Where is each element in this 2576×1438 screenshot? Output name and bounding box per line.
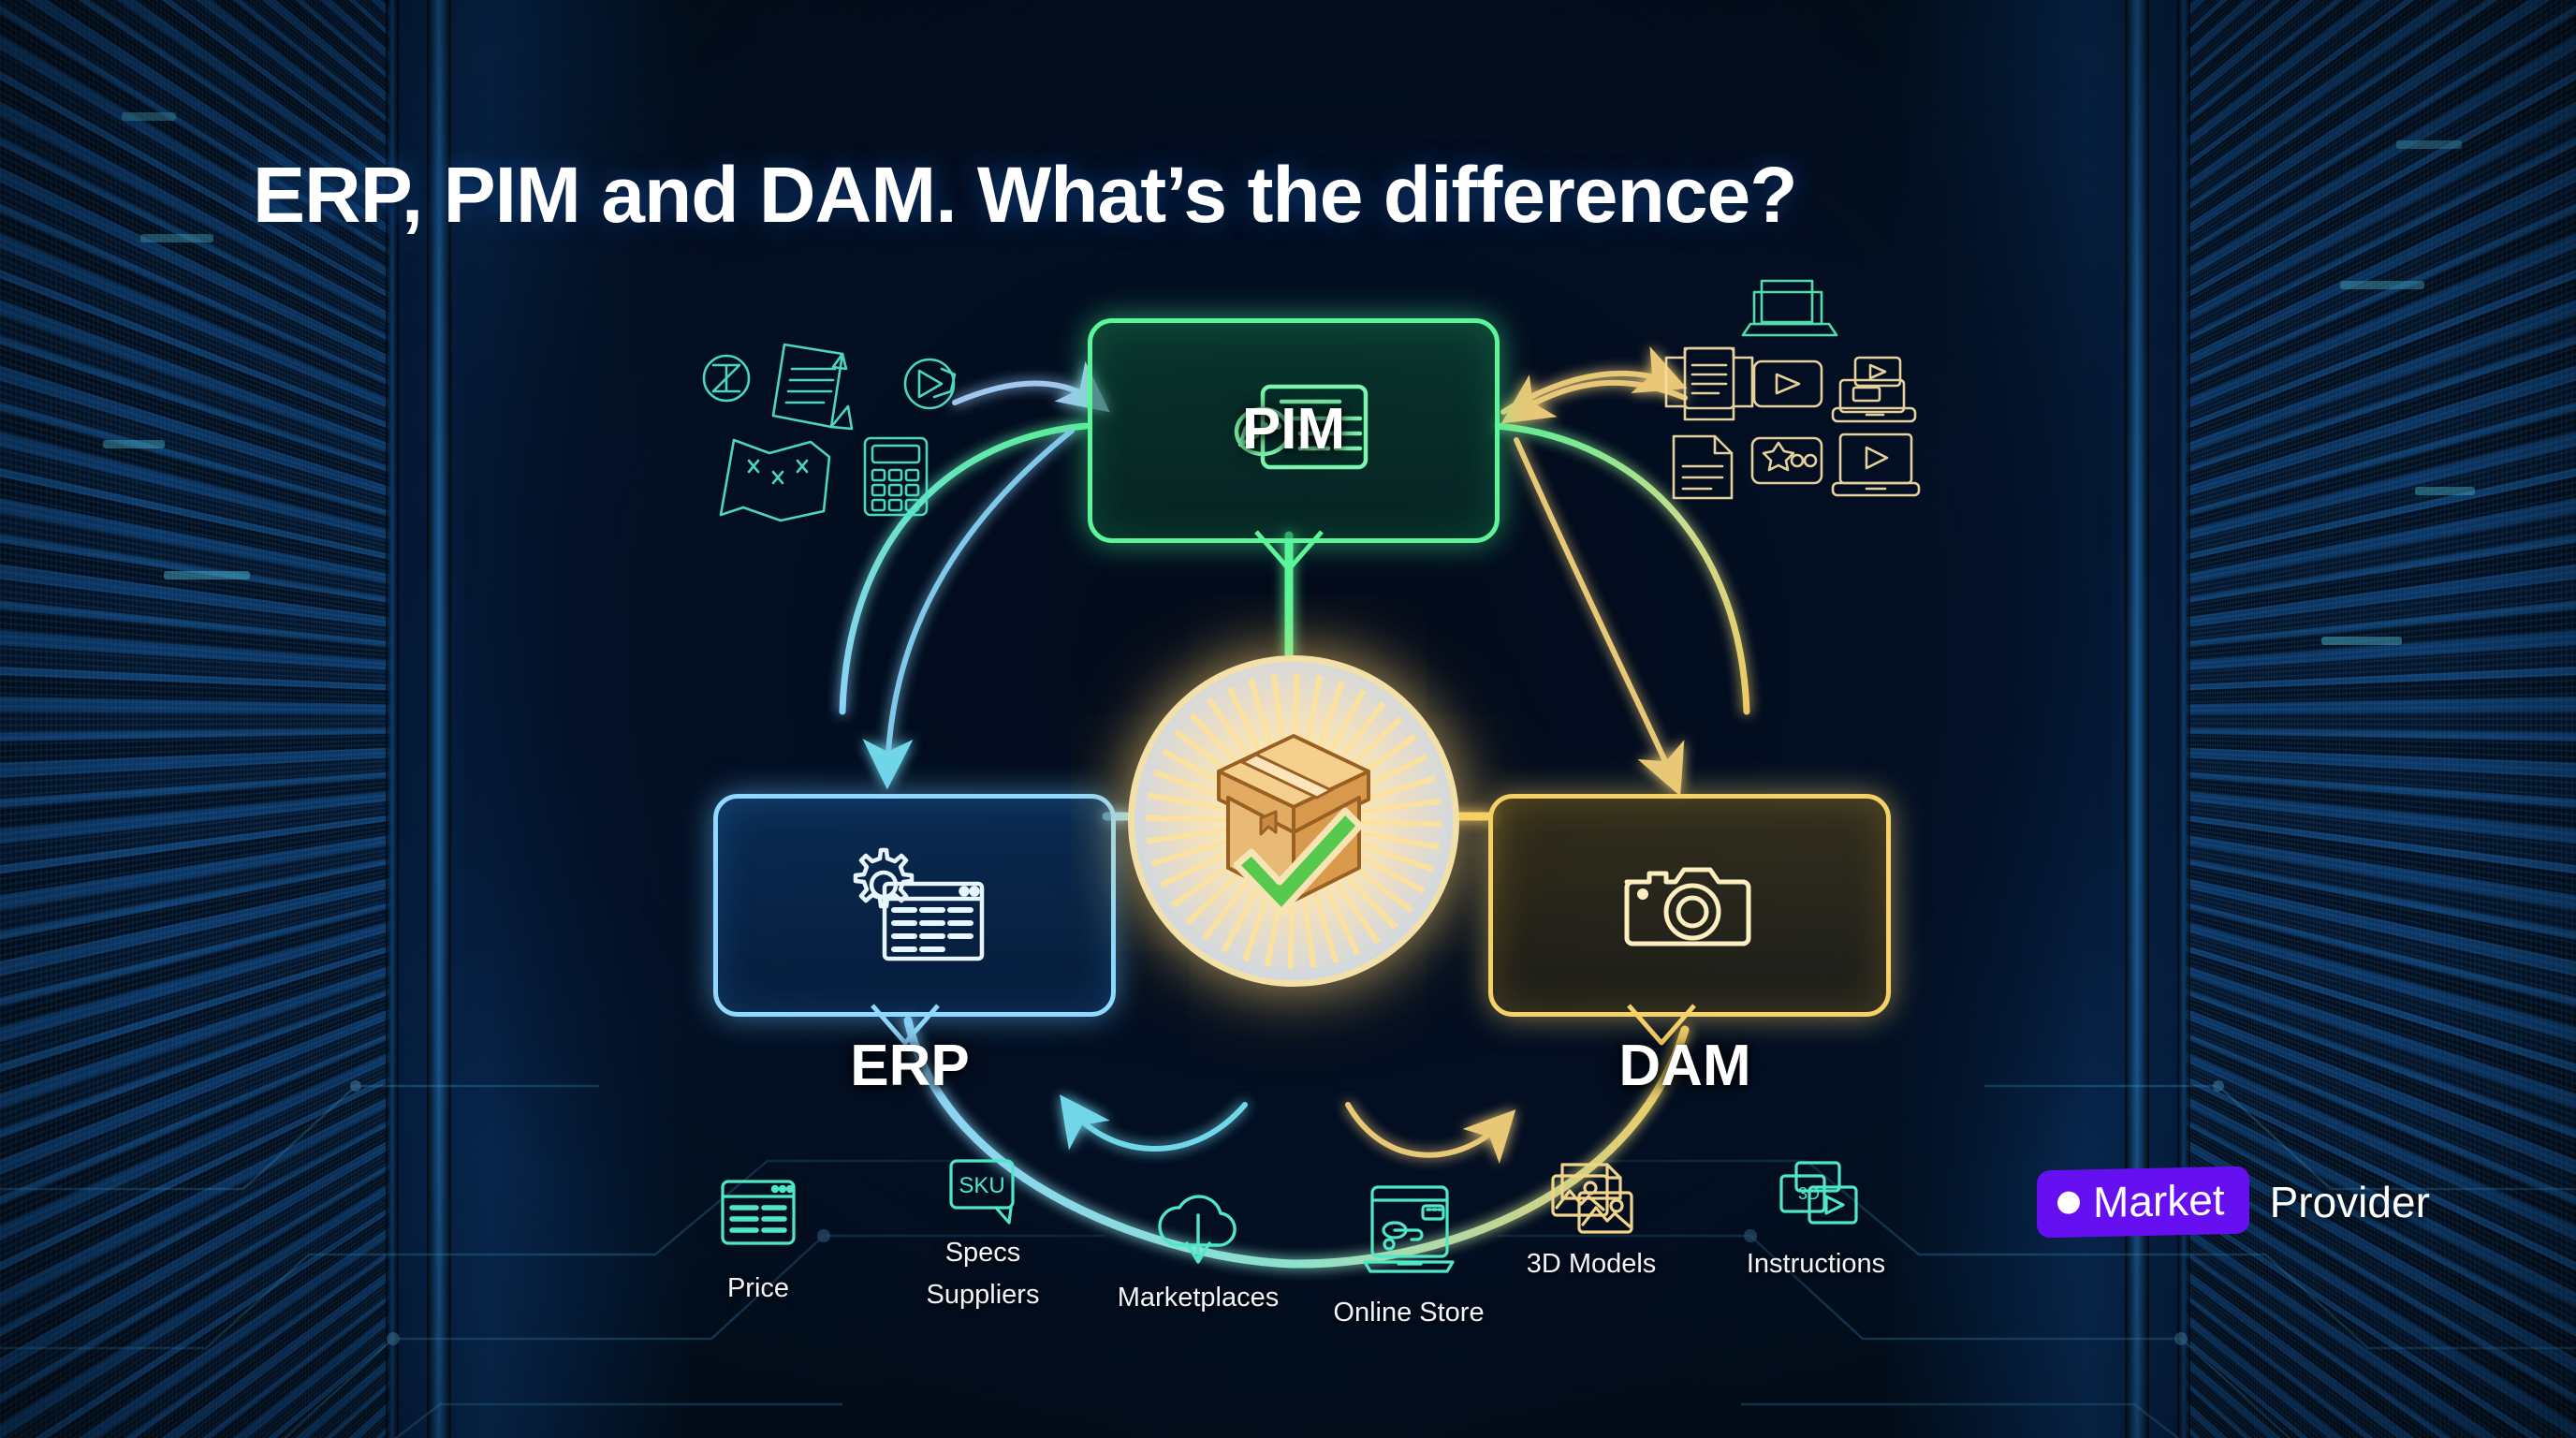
output-marketplaces[interactable]: Marketplaces	[1095, 1187, 1301, 1313]
output-3d-models[interactable]: 3D Models	[1498, 1157, 1685, 1280]
map-chart-icon	[719, 438, 831, 522]
images-stack-icon	[1551, 1163, 1633, 1234]
page-title: ERP, PIM and DAM. What’s the difference?	[253, 151, 1798, 239]
dam-label: DAM	[1618, 1034, 1751, 1098]
brand-logo[interactable]: Market Provider	[2037, 1166, 2430, 1239]
laptop-store-icon	[1363, 1185, 1455, 1273]
calculator-icon	[863, 436, 929, 517]
outputs-row: Price SKU Specs Suppliers Marketplaces	[0, 1159, 2576, 1402]
erp-label: ERP	[850, 1034, 970, 1098]
output-instructions-label: Instructions	[1746, 1249, 1886, 1279]
package-box-check-icon	[1217, 734, 1370, 916]
3d-video-stack-icon: 3D	[1779, 1161, 1858, 1225]
clock-icon	[702, 354, 751, 403]
cluster-erp-inputs	[681, 330, 981, 545]
node-pim[interactable]: PIM	[1088, 318, 1500, 572]
output-specs-label: Specs	[944, 1238, 1021, 1268]
cluster-dam-assets	[1632, 271, 1951, 515]
document-file-icon	[1672, 434, 1734, 500]
pim-bubble-tail	[1254, 530, 1324, 572]
brand-chip[interactable]: Market	[2037, 1166, 2249, 1239]
cloud-download-icon	[1158, 1195, 1237, 1264]
dam-bubble[interactable]	[1488, 794, 1891, 1017]
erp-bubble[interactable]	[713, 794, 1116, 1017]
laptop-upload-icon	[1741, 279, 1838, 337]
video-player-icon	[1752, 360, 1823, 408]
output-price-label: Price	[726, 1273, 790, 1303]
laptop-video-icon	[1831, 356, 1917, 423]
gear-spreadsheet-icon	[853, 847, 985, 961]
dam-bubble-tail	[1627, 1004, 1696, 1046]
document-lines-icon	[771, 343, 854, 431]
pim-label: PIM	[1241, 397, 1346, 462]
sku-tag-icon: SKU	[949, 1159, 1015, 1225]
node-erp[interactable]: ERP	[713, 794, 1116, 1098]
chat-document-icon	[1234, 384, 1368, 470]
price-table-icon	[721, 1180, 796, 1245]
svg-text:SKU: SKU	[959, 1173, 1004, 1198]
rating-stars-icon	[1750, 436, 1823, 485]
output-online-store[interactable]: Online Store	[1306, 1180, 1512, 1328]
node-dam[interactable]: DAM	[1488, 794, 1891, 1098]
output-marketplaces-label: Marketplaces	[1117, 1283, 1280, 1313]
dam-asset-icons	[1664, 279, 1921, 500]
brand-chip-label: Market	[2093, 1175, 2225, 1227]
erp-bubble-tail	[871, 1004, 940, 1046]
output-suppliers-label: Suppliers	[926, 1280, 1040, 1310]
erp-input-icons	[702, 343, 957, 522]
output-online-store-label: Online Store	[1333, 1298, 1485, 1328]
brand-bullet-icon	[2057, 1191, 2080, 1214]
laptop-play-icon	[1831, 433, 1921, 497]
output-instructions[interactable]: 3D Instructions	[1713, 1157, 1919, 1280]
hub-product-badge[interactable]	[1128, 655, 1459, 987]
output-specs[interactable]: SKU Specs Suppliers	[899, 1153, 1067, 1311]
printer-document-icon	[1664, 346, 1754, 421]
pim-bubble[interactable]: PIM	[1088, 318, 1500, 543]
camera-icon	[1624, 867, 1751, 946]
play-circle-icon	[903, 358, 957, 410]
output-price[interactable]: Price	[683, 1170, 833, 1304]
output-3d-models-label: 3D Models	[1526, 1249, 1657, 1279]
brand-suffix-label: Provider	[2269, 1178, 2430, 1226]
